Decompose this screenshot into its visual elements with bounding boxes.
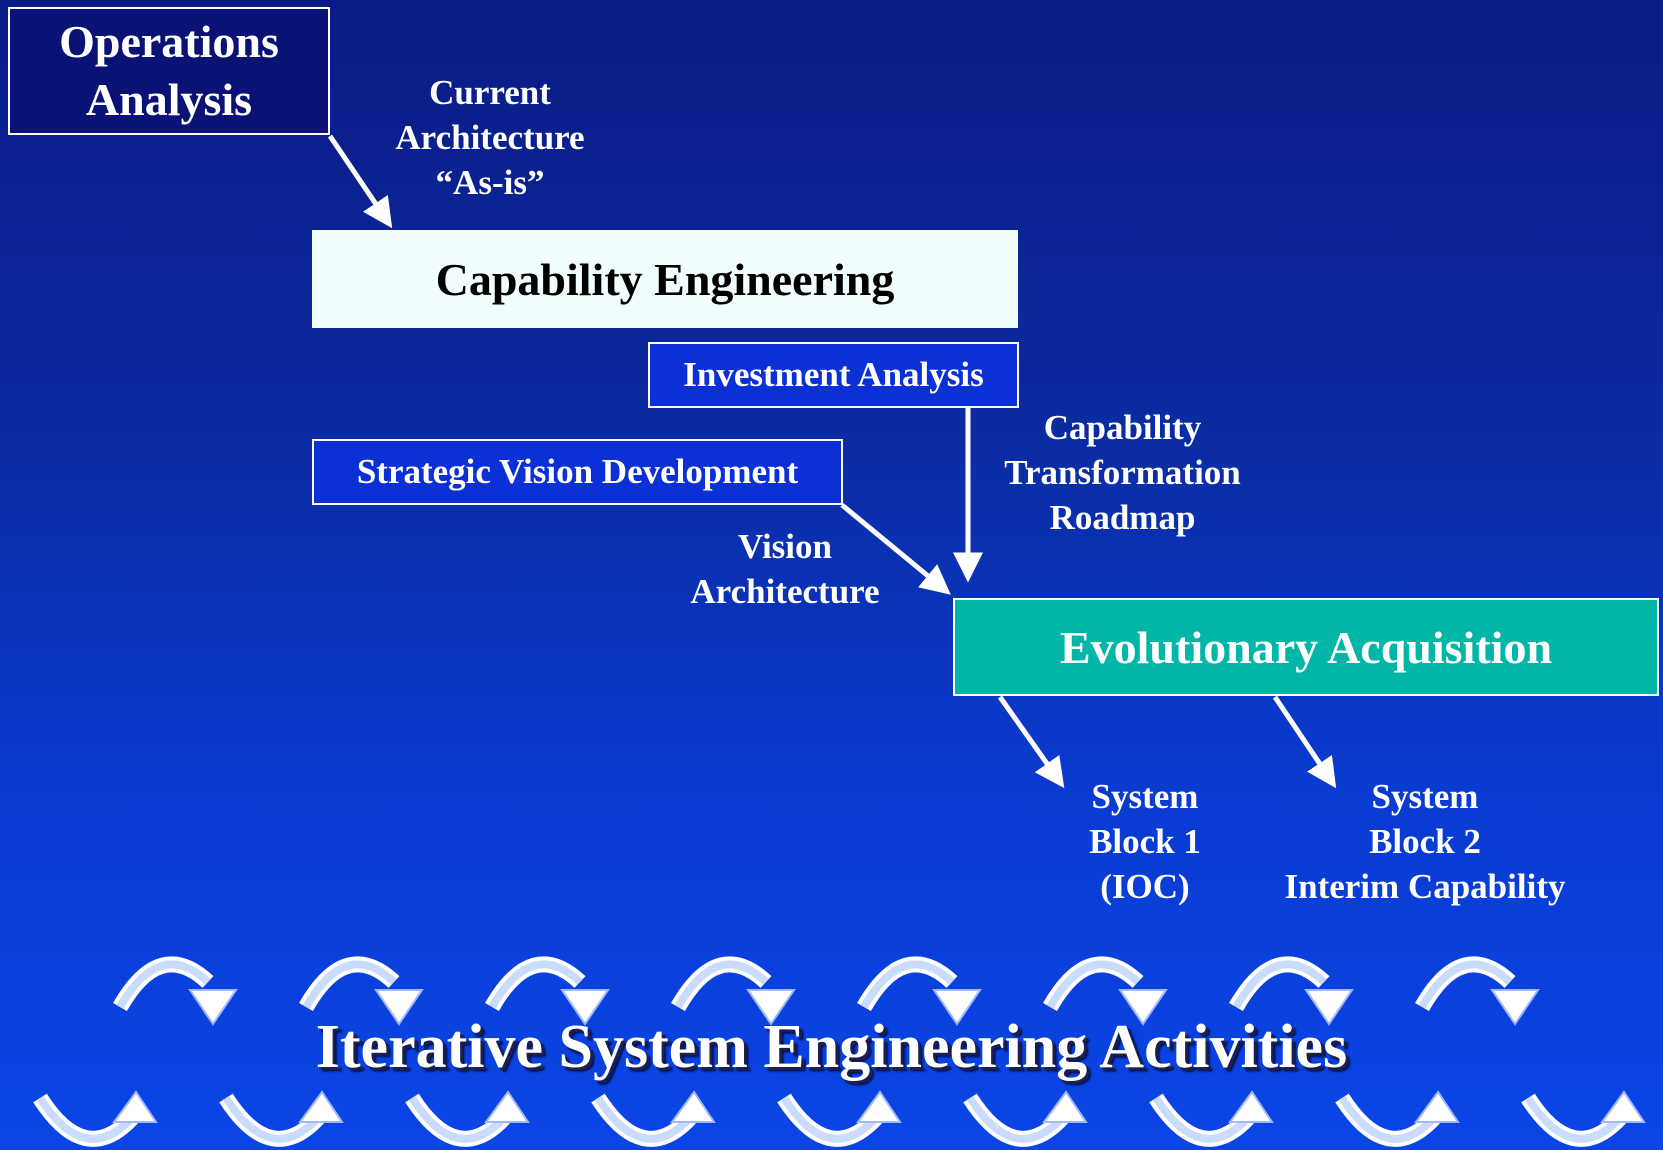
operations-analysis-box: Operations Analysis [8,7,330,135]
iterative-activities-title: Iterative System Engineering Activities [315,1013,1348,1081]
system-block-1-label: System Block 1 (IOC) [1089,777,1201,906]
curved-cycle-arrow-icon [226,1092,342,1139]
investment-analysis-label: Investment Analysis [683,355,984,394]
strategic-vision-development-box: Strategic Vision Development [312,439,843,505]
curved-cycle-arrow-icon [1342,1092,1458,1139]
curved-cycle-arrow-icon [784,1092,900,1139]
arrow-evolutionary-to-block2 [1272,695,1337,789]
strategic-vision-development-label: Strategic Vision Development [356,452,799,491]
capability-engineering-box: Capability Engineering [312,230,1018,328]
curved-cycle-arrow-icon [1156,1092,1272,1139]
cycle-arrows-bottom-row [40,1092,1644,1139]
curved-cycle-arrow-icon [1528,1092,1644,1139]
evolutionary-acquisition-box: Evolutionary Acquisition [953,598,1659,696]
curved-cycle-arrow-icon [412,1092,528,1139]
arrow-vision-to-evolutionary [840,503,951,595]
curved-cycle-arrow-icon [598,1092,714,1139]
system-block-2-label: System Block 2 Interim Capability [1284,777,1566,906]
investment-analysis-box: Investment Analysis [648,342,1019,408]
current-architecture-label: Current Architecture “As-is” [395,73,585,202]
capability-engineering-label: Capability Engineering [435,253,895,305]
curved-cycle-arrow-icon [40,1092,156,1139]
arrow-evolutionary-to-block1 [997,695,1065,789]
operations-analysis-label: Operations Analysis [59,16,279,125]
curved-cycle-arrow-icon [970,1092,1086,1139]
evolutionary-acquisition-label: Evolutionary Acquisition [1059,621,1553,673]
vision-architecture-label: Vision Architecture [690,527,880,611]
arrow-ops-to-capability [327,134,393,229]
capability-transformation-roadmap-label: Capability Transformation Roadmap [1004,408,1241,537]
